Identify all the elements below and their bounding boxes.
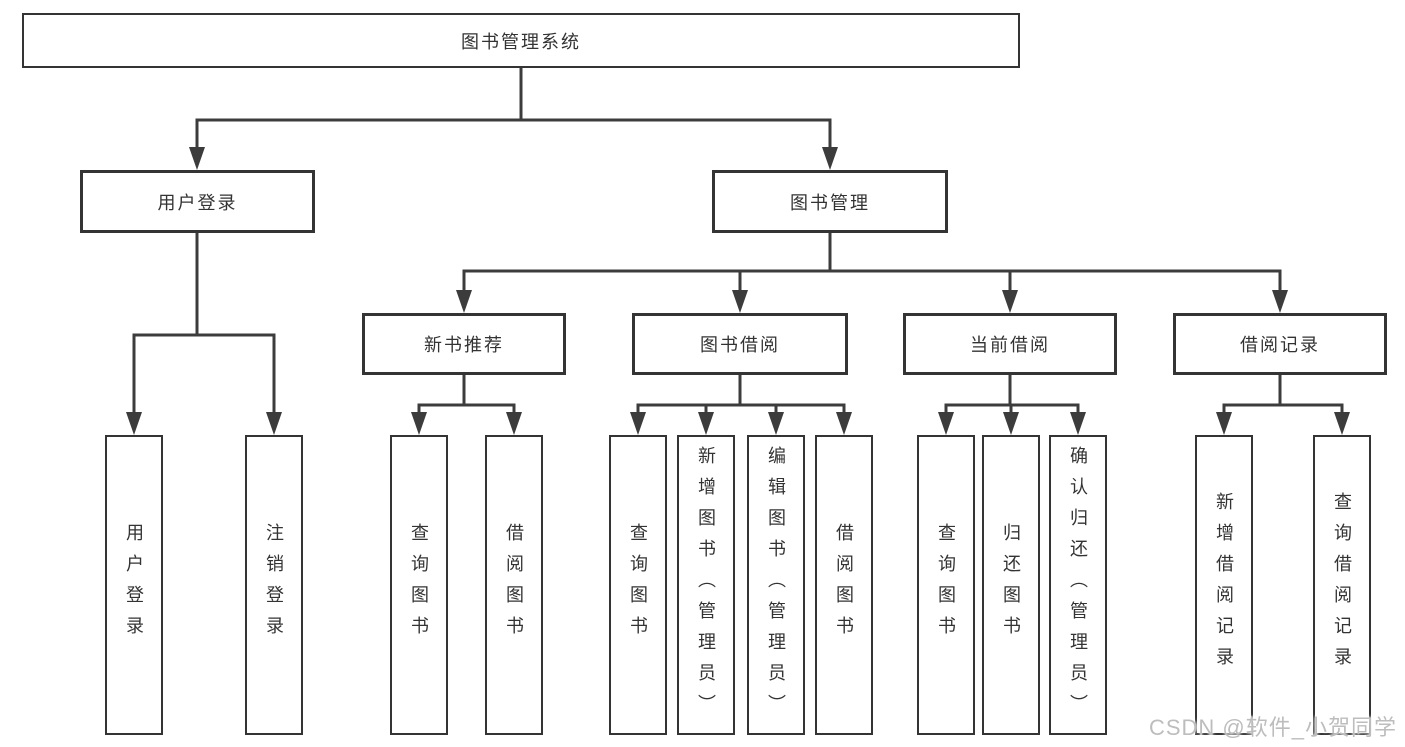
watermark: CSDN @软件_小贺同学 <box>1148 715 1397 740</box>
node-borrowing-records-label: 借阅记录 <box>1240 335 1320 355</box>
leaf-cb-return-books-label: 归还图书 <box>1001 523 1021 647</box>
leaf-cb-query-books: 查询图书 <box>917 435 975 735</box>
leaf-nb-borrow-books: 借阅图书 <box>485 435 543 735</box>
node-user-login: 用户登录 <box>80 170 315 233</box>
node-book-management-label: 图书管理 <box>790 192 870 213</box>
leaf-br-query-record-label: 查询借阅记录 <box>1332 492 1352 678</box>
leaf-bb-borrow-books: 借阅图书 <box>815 435 873 735</box>
node-root-label: 图书管理系统 <box>461 31 581 52</box>
node-new-book-recommend: 新书推荐 <box>362 313 566 375</box>
node-book-management: 图书管理 <box>712 170 948 233</box>
leaf-cb-confirm-return-admin: 确认归还（管理员） <box>1049 435 1107 735</box>
leaf-bb-add-books-admin-label: 新增图书（管理员） <box>696 445 716 725</box>
leaf-br-add-record: 新增借阅记录 <box>1195 435 1253 735</box>
leaf-bb-query-books-label: 查询图书 <box>628 523 648 647</box>
node-book-borrowing-label: 图书借阅 <box>700 335 780 355</box>
leaf-logout: 注销登录 <box>245 435 303 735</box>
leaf-cb-query-books-label: 查询图书 <box>936 523 956 647</box>
node-user-login-label: 用户登录 <box>157 192 238 213</box>
leaf-br-query-record: 查询借阅记录 <box>1313 435 1371 735</box>
arrowheads <box>126 147 1350 435</box>
leaf-br-add-record-label: 新增借阅记录 <box>1214 492 1234 678</box>
leaf-logout-label: 注销登录 <box>264 523 284 647</box>
leaf-nb-query-books: 查询图书 <box>390 435 448 735</box>
node-borrowing-records: 借阅记录 <box>1173 313 1387 375</box>
node-current-borrowing: 当前借阅 <box>903 313 1117 375</box>
node-root: 图书管理系统 <box>22 13 1020 68</box>
leaf-nb-query-books-label: 查询图书 <box>409 523 429 647</box>
node-new-book-recommend-label: 新书推荐 <box>424 335 504 355</box>
leaf-user-login-label: 用户登录 <box>124 523 144 647</box>
leaf-bb-add-books-admin: 新增图书（管理员） <box>677 435 735 735</box>
leaf-bb-edit-books-admin-label: 编辑图书（管理员） <box>766 445 786 725</box>
node-book-borrowing: 图书借阅 <box>632 313 848 375</box>
leaf-bb-edit-books-admin: 编辑图书（管理员） <box>747 435 805 735</box>
leaf-cb-return-books: 归还图书 <box>982 435 1040 735</box>
node-current-borrowing-label: 当前借阅 <box>970 335 1050 355</box>
leaf-bb-query-books: 查询图书 <box>609 435 667 735</box>
leaf-bb-borrow-books-label: 借阅图书 <box>834 523 854 647</box>
leaf-cb-confirm-return-admin-label: 确认归还（管理员） <box>1068 445 1088 725</box>
leaf-nb-borrow-books-label: 借阅图书 <box>504 523 524 647</box>
leaf-user-login: 用户登录 <box>105 435 163 735</box>
